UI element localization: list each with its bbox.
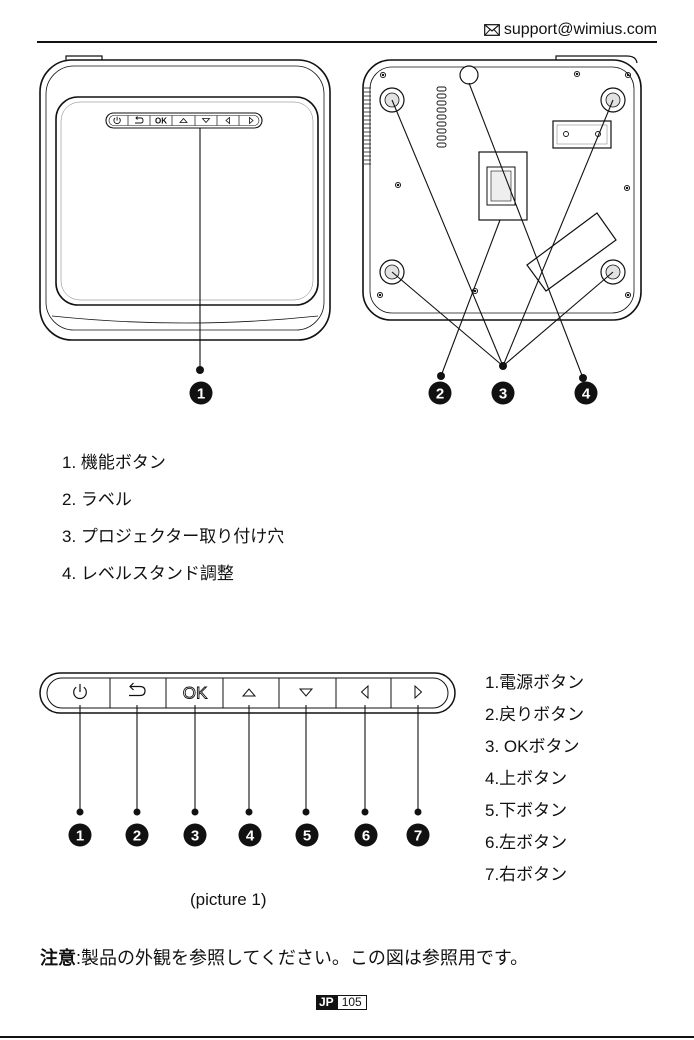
svg-text:1: 1	[197, 386, 205, 403]
svg-text:5: 5	[303, 828, 311, 845]
button-panel: OK	[40, 673, 455, 816]
figure-caption: (picture 1)	[190, 888, 267, 912]
list-item: 4.上ボタン	[485, 763, 584, 795]
list-item: 3. プロジェクター取り付け穴	[62, 518, 284, 555]
callout-badge-ok: 3	[184, 824, 207, 847]
list-item: 1. 機能ボタン	[62, 444, 284, 481]
function-button-strip: OK	[106, 113, 262, 128]
callout-badge-level-stand: 4	[575, 382, 598, 405]
projector-top-view: OK	[40, 56, 330, 374]
page-number: 105	[337, 995, 367, 1010]
list-item: 6.左ボタン	[485, 827, 584, 859]
callout-badge-left: 6	[355, 824, 378, 847]
callout-dot-mounting-holes	[499, 362, 507, 370]
bottom-divider	[0, 1036, 694, 1038]
language-badge: JP	[316, 995, 337, 1010]
product-label	[479, 152, 527, 220]
parts-list: 1. 機能ボタン 2. ラベル 3. プロジェクター取り付け穴 4. レベルスタ…	[62, 444, 284, 592]
list-item: 4. レベルスタンド調整	[62, 555, 284, 592]
callout-badge-down: 5	[296, 824, 319, 847]
ok-label: OK	[183, 684, 208, 703]
list-item: 2. ラベル	[62, 481, 284, 518]
list-item: 1.電源ボタン	[485, 667, 584, 699]
svg-text:2: 2	[133, 828, 141, 845]
svg-text:4: 4	[582, 386, 591, 403]
callout-badge-power: 1	[69, 824, 92, 847]
list-item: 5.下ボタン	[485, 795, 584, 827]
callout-badge-function-buttons: 1	[190, 382, 213, 405]
button-callout-dots	[77, 809, 422, 816]
note-label: 注意	[40, 948, 76, 968]
list-item: 2.戻りボタン	[485, 699, 584, 731]
svg-text:4: 4	[246, 828, 255, 845]
svg-text:3: 3	[191, 828, 199, 845]
callout-dot-label	[437, 372, 445, 380]
svg-text:3: 3	[499, 386, 507, 403]
callout-badge-label: 2	[429, 382, 452, 405]
list-item: 3. OKボタン	[485, 731, 584, 763]
svg-text:6: 6	[362, 828, 370, 845]
level-stand-adjuster	[460, 66, 478, 84]
button-callout-lines	[80, 705, 418, 812]
callout-dot-level-stand	[579, 374, 587, 382]
svg-text:7: 7	[414, 828, 422, 845]
note: 注意:製品の外観を参照してください。この図は参照用です。	[40, 945, 528, 971]
strip-ok-label: OK	[155, 117, 167, 126]
note-text: :製品の外観を参照してください。この図は参照用です。	[76, 948, 528, 968]
svg-text:2: 2	[436, 386, 444, 403]
buttons-list: 1.電源ボタン 2.戻りボタン 3. OKボタン 4.上ボタン 5.下ボタン 6…	[485, 667, 584, 891]
projector-bottom-view	[363, 56, 641, 382]
callout-badge-up: 4	[239, 824, 262, 847]
list-item: 7.右ボタン	[485, 859, 584, 891]
callout-badge-back: 2	[126, 824, 149, 847]
button-panel-frame	[40, 673, 455, 713]
svg-text:1: 1	[76, 828, 84, 845]
callout-badge-mounting-holes: 3	[492, 382, 515, 405]
callout-badge-right: 7	[407, 824, 430, 847]
callout-dot-function-buttons	[196, 366, 204, 374]
page-footer: JP 105	[316, 995, 367, 1010]
